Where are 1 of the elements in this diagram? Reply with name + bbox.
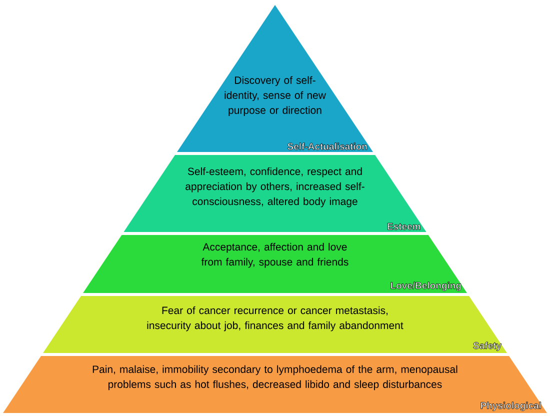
level-title: Esteem <box>388 223 420 230</box>
